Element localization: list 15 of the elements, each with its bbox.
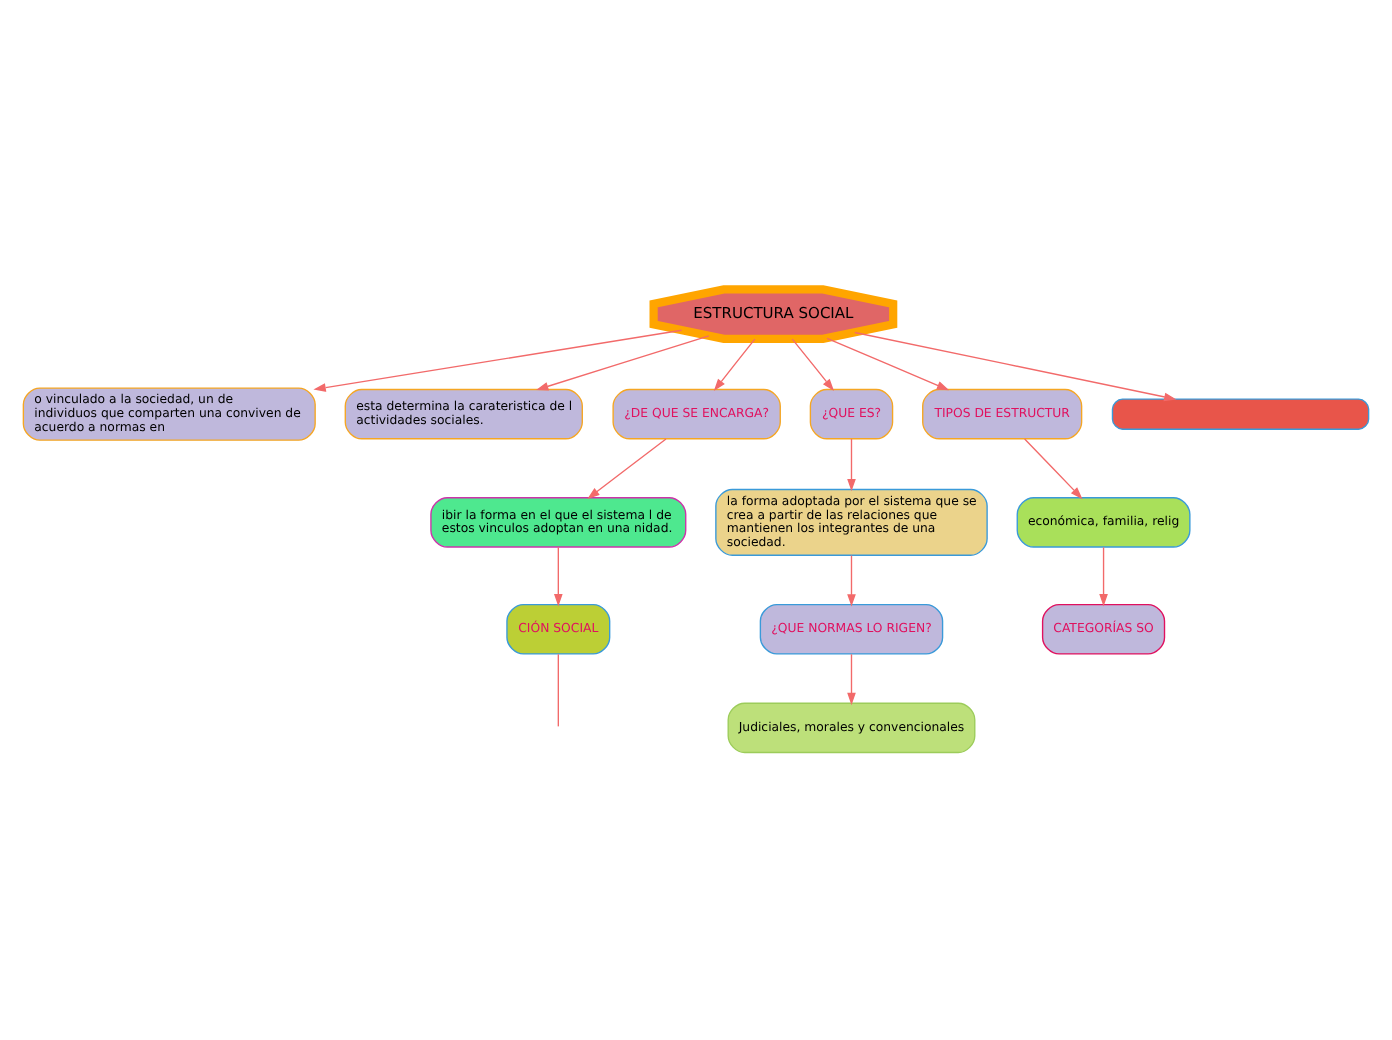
arrow [587,437,667,498]
arrow [791,337,835,391]
arrow [847,652,856,705]
arrow [847,437,856,491]
node-box [1111,397,1370,429]
arrow [1099,545,1108,606]
arrow [713,337,756,391]
arrow [313,328,683,391]
arrow [854,330,1177,401]
arrow [536,334,710,390]
arrow [1024,437,1083,499]
connector [557,652,559,727]
arrow [847,553,856,606]
arrow [826,336,950,390]
arrow [554,545,563,606]
